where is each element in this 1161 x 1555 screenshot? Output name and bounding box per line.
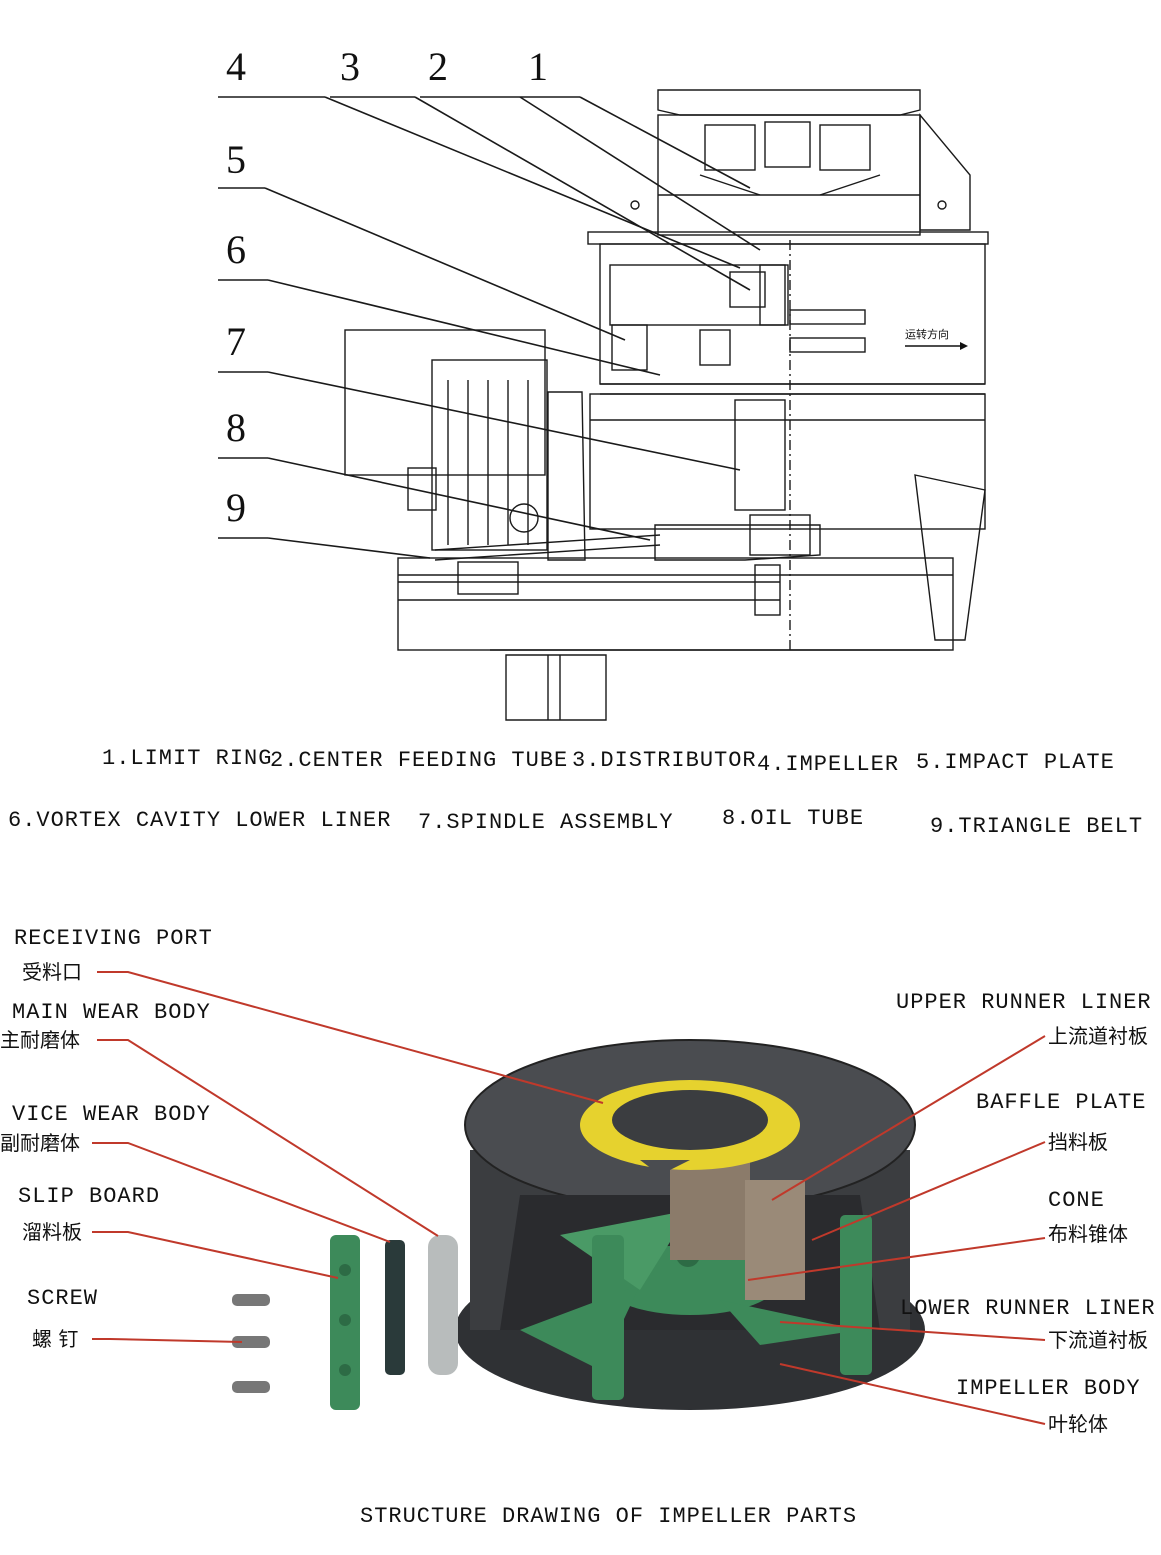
callout-number-2: 2 bbox=[428, 44, 448, 89]
label-screw-en: SCREW bbox=[27, 1286, 99, 1311]
leader-1 bbox=[579, 96, 751, 189]
label-main-wear-body-en: MAIN WEAR BODY bbox=[12, 1000, 211, 1025]
callout-number-6: 6 bbox=[226, 227, 246, 272]
leader-cone bbox=[747, 1237, 1046, 1281]
leader-receiving-port bbox=[97, 971, 604, 1104]
label-baffle-plate-en: BAFFLE PLATE bbox=[976, 1090, 1147, 1115]
leader-7 bbox=[267, 371, 741, 471]
leader-9 bbox=[267, 537, 431, 559]
label-upper-runner-liner-en: UPPER RUNNER LINER bbox=[896, 990, 1152, 1015]
legend-item-8: 8.OIL TUBE bbox=[722, 806, 865, 831]
leader-2 bbox=[519, 96, 761, 251]
legend-item-7: 7.SPINDLE ASSEMBLY bbox=[418, 810, 674, 835]
legend-item-5: 5.IMPACT PLATE bbox=[916, 750, 1115, 775]
callout-number-4: 4 bbox=[226, 44, 246, 89]
leader-upper-runner-liner bbox=[771, 1035, 1046, 1201]
impeller-body-graphic bbox=[455, 1039, 925, 1410]
callout-number-7: 7 bbox=[226, 319, 246, 364]
leader-main-wear-body bbox=[97, 1039, 439, 1237]
legend-item-4: 4.IMPELLER bbox=[757, 752, 900, 777]
label-receiving-port-zh: 受料口 bbox=[22, 960, 82, 984]
leader-slip-board bbox=[92, 1231, 339, 1279]
leader-4 bbox=[324, 96, 741, 269]
callout-number-3: 3 bbox=[340, 44, 360, 89]
callout-number-5: 5 bbox=[226, 137, 246, 182]
legend-item-9: 9.TRIANGLE BELT bbox=[930, 814, 1144, 839]
label-slip-board-zh: 溜料板 bbox=[22, 1220, 82, 1244]
label-vice-wear-body-zh: 副耐磨体 bbox=[0, 1131, 80, 1155]
label-screw-zh: 螺 钉 bbox=[32, 1327, 79, 1351]
leader-screw bbox=[92, 1338, 243, 1343]
legend-item-1: 1.LIMIT RING bbox=[102, 746, 273, 771]
leader-baffle-plate bbox=[811, 1141, 1046, 1241]
leader-8 bbox=[267, 457, 651, 541]
leader-3 bbox=[414, 96, 751, 291]
label-impeller-body-zh: 叶轮体 bbox=[1048, 1412, 1108, 1436]
exploded-parts-graphic bbox=[232, 1235, 458, 1410]
legend-item-2: 2.CENTER FEEDING TUBE bbox=[270, 748, 569, 773]
figure-caption: STRUCTURE DRAWING OF IMPELLER PARTS bbox=[360, 1504, 858, 1529]
leader-vice-wear-body bbox=[92, 1142, 391, 1243]
label-main-wear-body-zh: 主耐磨体 bbox=[0, 1028, 80, 1052]
rotation-direction-label: 运转方向 bbox=[905, 327, 949, 341]
callout-number-1: 1 bbox=[528, 44, 548, 89]
callout-number-9: 9 bbox=[226, 485, 246, 530]
label-upper-runner-liner-zh: 上流道衬板 bbox=[1048, 1024, 1148, 1048]
legend-item-3: 3.DISTRIBUTOR bbox=[572, 748, 757, 773]
label-receiving-port-en: RECEIVING PORT bbox=[14, 926, 213, 951]
leader-lower-runner-liner bbox=[779, 1321, 1046, 1341]
label-vice-wear-body-en: VICE WEAR BODY bbox=[12, 1102, 211, 1127]
label-impeller-body-en: IMPELLER BODY bbox=[956, 1376, 1141, 1401]
crusher-section-drawing: 运转方向 bbox=[218, 89, 989, 721]
callout-number-8: 8 bbox=[226, 405, 246, 450]
machine-outline bbox=[344, 89, 989, 721]
leader-6 bbox=[267, 279, 661, 376]
leader-impeller-body bbox=[779, 1363, 1046, 1425]
label-slip-board-en: SLIP BOARD bbox=[18, 1184, 161, 1209]
label-cone-zh: 布料锥体 bbox=[1048, 1222, 1128, 1246]
label-baffle-plate-zh: 挡料板 bbox=[1048, 1130, 1108, 1154]
label-cone-en: CONE bbox=[1048, 1188, 1105, 1213]
leader-5 bbox=[264, 187, 626, 341]
label-lower-runner-liner-zh: 下流道衬板 bbox=[1048, 1328, 1148, 1352]
legend-item-6: 6.VORTEX CAVITY LOWER LINER bbox=[8, 808, 392, 833]
label-lower-runner-liner-en: LOWER RUNNER LINER bbox=[900, 1296, 1156, 1321]
